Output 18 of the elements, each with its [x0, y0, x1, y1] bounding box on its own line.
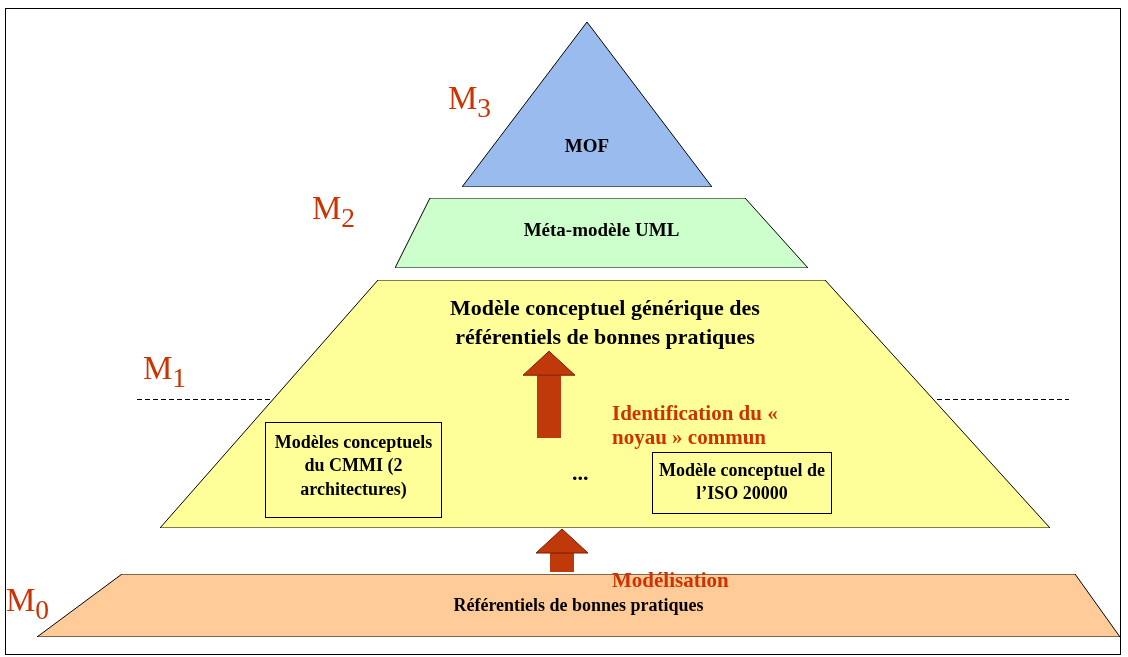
- box-text: Modèle conceptuel de l’ISO 20000: [659, 459, 825, 506]
- model-box: [652, 452, 832, 514]
- edge-label: Modélisation: [612, 568, 730, 592]
- block-arrow: [522, 350, 576, 438]
- block-arrow: [535, 528, 589, 572]
- level-label: M$_{3}$: [448, 80, 492, 124]
- box-text: Modèles conceptuels du CMMI (2 architectures): [273, 431, 434, 501]
- ellipsis: ...: [572, 460, 589, 486]
- tier-label: Modèle conceptuel générique des référentiels de bonnes pratiques: [449, 294, 761, 351]
- tier-label: Référentiels de bonnes pratiques: [452, 594, 705, 617]
- tier-label: MOF: [563, 134, 611, 158]
- edge-label: Identification du « noyau » commun: [612, 401, 779, 449]
- level-label: M$_{0}$: [6, 582, 50, 626]
- trapezoid-tier: [395, 198, 808, 268]
- model-box: [265, 422, 442, 518]
- level-label: M$_{2}$: [312, 190, 356, 234]
- level-label: M$_{1}$: [143, 350, 187, 394]
- tier-label: Méta-modèle UML: [522, 218, 681, 242]
